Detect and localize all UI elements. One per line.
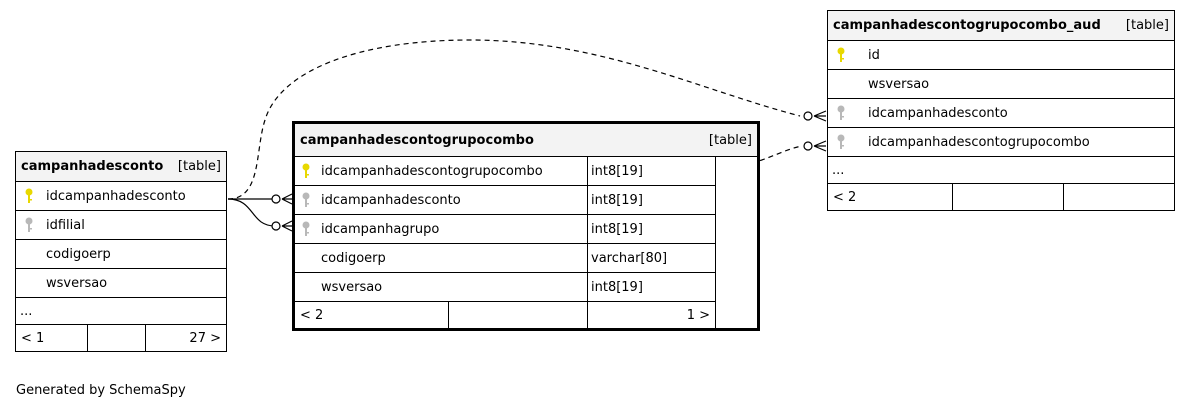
parents-count[interactable]: < 2 [828, 184, 953, 210]
column-row[interactable]: idcampanhadescontogrupocombo [828, 128, 1174, 157]
foreign-key-icon [828, 105, 854, 121]
crow-foot-marker [813, 110, 827, 122]
table-kind: [table] [177, 159, 221, 174]
column-type: int8[19] [588, 186, 716, 214]
table-campanhadesconto[interactable]: campanhadesconto [table] idcampanhadesco… [15, 151, 227, 352]
zero-marker [803, 141, 813, 151]
zero-marker [271, 194, 281, 204]
crow-foot-marker [281, 220, 293, 232]
column-type: int8[19] [588, 273, 716, 301]
table-campanhadescontogrupocombo[interactable]: campanhadescontogrupocombo [table] idcam… [292, 121, 760, 331]
table-side-gap [716, 157, 757, 328]
crow-foot-marker [813, 140, 827, 152]
column-name: wsversao [868, 76, 930, 92]
rows-count [88, 325, 146, 351]
column-row[interactable]: idcampanhadesconto [16, 182, 226, 211]
column-name: codigoerp [46, 246, 111, 262]
column-type: int8[19] [588, 215, 716, 243]
children-count[interactable]: 27 > [189, 330, 221, 346]
primary-key-icon [295, 163, 317, 179]
table-kind: [table] [708, 132, 752, 148]
column-name: idcampanhadesconto [46, 188, 186, 204]
column-row[interactable]: idfilial [16, 211, 226, 240]
table-footer: < 2 [828, 184, 1174, 210]
column-name: codigoerp [321, 250, 386, 266]
column-type: int8[19] [588, 157, 716, 185]
column-name: idcampanhadescontogrupocombo [321, 163, 543, 179]
parents-count[interactable]: < 2 [295, 302, 449, 328]
column-row[interactable]: wsversao [16, 269, 226, 298]
column-name: id [868, 47, 880, 63]
edge-campanhadesconto-to-aud-idcampanhadesconto [227, 39, 801, 200]
edge-campanhadesconto-to-grupocombo-idcampanhagrupo [227, 198, 276, 227]
column-row[interactable]: codigoerp varchar[80] [295, 244, 716, 273]
column-row[interactable]: idcampanhadesconto [828, 99, 1174, 128]
table-header[interactable]: campanhadesconto [table] [16, 152, 226, 182]
table-name: campanhadescontogrupocombo_aud [833, 18, 1101, 33]
rows-count [449, 302, 588, 328]
column-name: idfilial [46, 217, 85, 233]
ellipsis-row: ... [16, 298, 226, 325]
column-name: idcampanhadesconto [321, 192, 461, 208]
table-footer: < 1 27 > [16, 325, 226, 351]
table-header[interactable]: campanhadescontogrupocombo [table] [295, 124, 757, 157]
ellipsis-row: ... [828, 157, 1174, 184]
column-row[interactable]: idcampanhagrupo int8[19] [295, 215, 716, 244]
column-name: idcampanhadesconto [868, 105, 1008, 121]
column-row[interactable]: codigoerp [16, 240, 226, 269]
children-count[interactable] [1064, 184, 1174, 210]
zero-marker [271, 221, 281, 231]
column-name: idcampanhadescontogrupocombo [868, 134, 1090, 150]
ellipsis: ... [832, 162, 845, 178]
table-footer: < 2 1 > [295, 302, 716, 328]
table-name: campanhadescontogrupocombo [300, 132, 534, 148]
column-row[interactable]: wsversao int8[19] [295, 273, 716, 302]
ellipsis: ... [20, 303, 33, 319]
column-row[interactable]: idcampanhadescontogrupocombo int8[19] [295, 157, 716, 186]
crow-foot-marker [281, 193, 293, 205]
generated-by-label: Generated by SchemaSpy [16, 383, 186, 398]
parents-count[interactable]: < 1 [16, 325, 88, 351]
table-name: campanhadesconto [21, 159, 164, 174]
table-header[interactable]: campanhadescontogrupocombo_aud [table] [828, 11, 1174, 41]
primary-key-icon [828, 47, 854, 63]
table-campanhadescontogrupocombo-aud[interactable]: campanhadescontogrupocombo_aud [table] i… [827, 10, 1175, 211]
foreign-key-icon [16, 217, 42, 233]
column-name: idcampanhagrupo [321, 221, 440, 237]
children-count[interactable]: 1 > [686, 307, 710, 323]
column-name: wsversao [46, 275, 108, 291]
table-kind: [table] [1125, 18, 1169, 33]
rows-count [953, 184, 1064, 210]
column-row[interactable]: id [828, 41, 1174, 70]
column-type: varchar[80] [588, 244, 716, 272]
column-row[interactable]: wsversao [828, 70, 1174, 99]
primary-key-icon [16, 188, 42, 204]
column-name: wsversao [321, 279, 383, 295]
zero-marker [803, 111, 813, 121]
column-row[interactable]: idcampanhadesconto int8[19] [295, 186, 716, 215]
foreign-key-icon [295, 192, 317, 208]
foreign-key-icon [828, 134, 854, 150]
foreign-key-icon [295, 221, 317, 237]
